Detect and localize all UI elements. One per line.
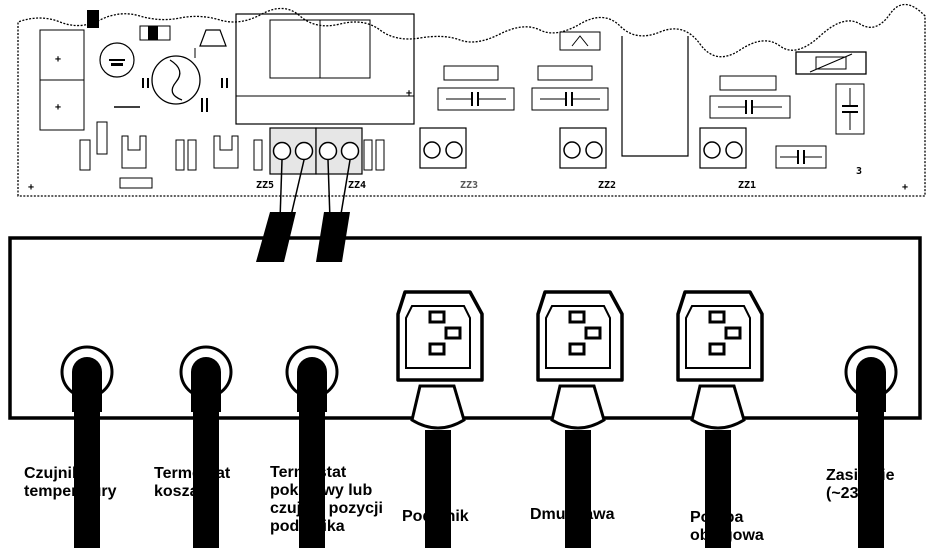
pcb-resistor: [375, 139, 385, 171]
gland-temperature-sensor: [60, 345, 114, 548]
pcb-plus-mark: +: [406, 88, 412, 99]
label-line: obiegowa: [690, 527, 764, 544]
label-termostat-kosza: Termostat kosza: [154, 465, 230, 501]
pcb-capacitor-box: [835, 83, 865, 135]
pcb-capacitor-box: [531, 87, 609, 111]
label-line: kosza: [154, 483, 199, 500]
label-line: Zasilanie: [826, 467, 895, 484]
socket-dmuchawa: [536, 290, 624, 548]
label-termostat-pokojowy: Termostat pokojowy lub czujnik pozycji p…: [270, 464, 383, 536]
pcb-plus-mark: +: [28, 182, 34, 193]
pcb-capacitor-large: [151, 55, 201, 105]
pcb-resistor: [96, 121, 108, 155]
cable-sleeve: [316, 212, 350, 262]
label-line: Pompa: [690, 509, 744, 526]
label-line: Termostat: [270, 464, 347, 481]
pcb-resistor: [79, 139, 91, 171]
socket-podajnik: [396, 290, 484, 548]
pcb-resistor: [119, 177, 153, 189]
label-line: (~230V): [826, 485, 884, 502]
label-dmuchawa: Dmuchawa: [530, 506, 615, 523]
pcb-plus-mark: +: [902, 182, 908, 193]
pcb-small-mark: 3: [856, 166, 862, 177]
pcb-resistor: [719, 75, 777, 91]
pcb-resistor: [363, 139, 373, 171]
label-line: temperatury: [24, 483, 117, 500]
label-zasilanie: Zasilanie (~230V): [826, 467, 894, 503]
pcb-component: [121, 135, 147, 169]
terminal-label-zz1: ZZ1: [738, 180, 756, 191]
terminal-block-zz5: [269, 127, 317, 175]
pcb-resistor: [443, 65, 499, 81]
pcb-board: + +: [17, 3, 926, 197]
terminal-label-zz2: ZZ2: [598, 180, 616, 191]
pcb-capacitor: [99, 42, 135, 78]
label-podajnik: Podajnik: [402, 508, 469, 525]
pcb-resistor: [537, 65, 593, 81]
terminal-block-zz3: [419, 127, 467, 169]
pcb-component: [199, 29, 227, 47]
pcb-component: [87, 10, 99, 28]
gland-termostat-pokojowy: [285, 345, 339, 548]
gland-termostat-kosza: [179, 345, 233, 548]
pcb-trace-box: [621, 36, 689, 157]
label-line: pokojowy lub: [270, 482, 373, 499]
label-line: Termostat: [154, 465, 231, 482]
pcb-component: [559, 31, 601, 51]
sensor-wires: [256, 159, 351, 262]
label-czujnik-temperatury: Czujnik temperatury: [24, 465, 116, 501]
terminal-block-zz2: [559, 127, 607, 169]
cable-sleeve: [256, 212, 296, 262]
pcb-resistor: [253, 139, 263, 171]
pcb-plus-mark: +: [55, 54, 61, 65]
label-line: Czujnik: [24, 465, 81, 482]
label-line: podajnika: [270, 518, 345, 535]
pcb-capacitor-box: [437, 87, 515, 111]
pcb-component: [213, 135, 239, 169]
label-line: czujnik pozycji: [270, 500, 383, 517]
label-pompa-obiegowa: Pompa obiegowa: [690, 509, 764, 545]
terminal-label-zz5: ZZ5: [256, 180, 274, 191]
pcb-varistor: [795, 51, 867, 75]
terminal-label-zz3: ZZ3: [460, 180, 478, 191]
pcb-plus-mark: +: [55, 102, 61, 113]
pcb-resistor: [175, 139, 185, 171]
pcb-capacitor-box: [709, 95, 791, 119]
gland-zasilanie: [844, 345, 898, 548]
terminal-block-zz4: [315, 127, 363, 175]
terminal-block-zz1: [699, 127, 747, 169]
pcb-capacitor-box: [775, 145, 827, 169]
pcb-relay: [235, 13, 415, 125]
terminal-label-zz4: ZZ4: [348, 180, 366, 191]
pcb-resistor: [187, 139, 197, 171]
socket-pompa: [676, 290, 764, 548]
